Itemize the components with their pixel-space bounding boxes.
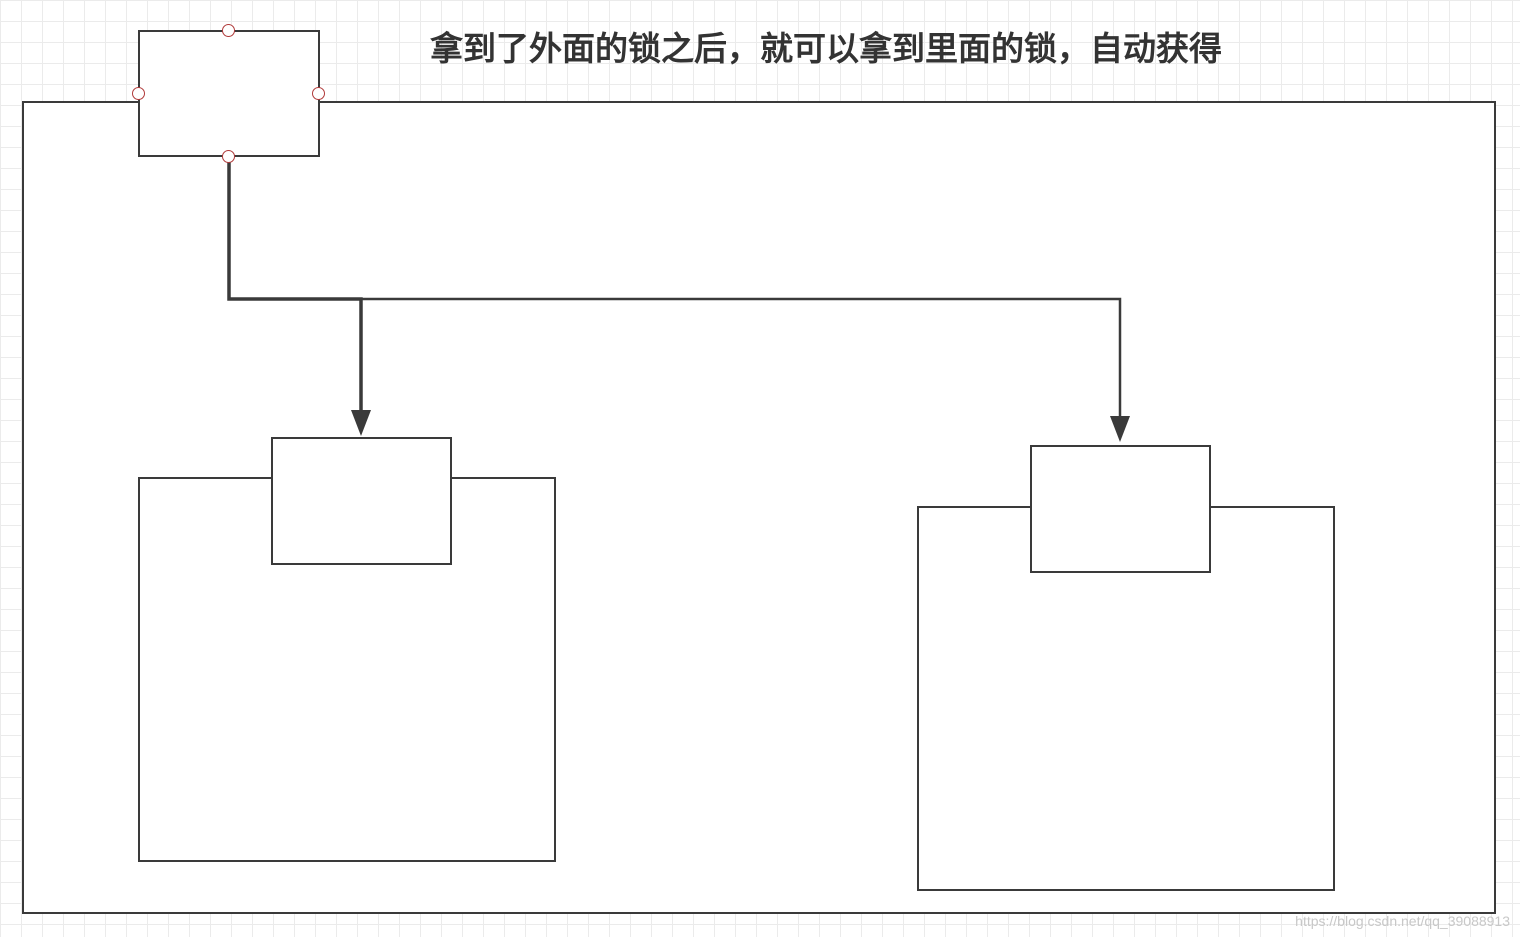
arrowhead-right: [1110, 416, 1130, 442]
connector-to-right-lock: [229, 297, 1122, 430]
selection-handle-top[interactable]: [222, 24, 235, 37]
selection-handle-right[interactable]: [312, 87, 325, 100]
diagram-caption: 拿到了外面的锁之后，就可以拿到里面的锁，自动获得: [430, 29, 1222, 68]
selection-handle-bottom[interactable]: [222, 150, 235, 163]
watermark-text: https://blog.csdn.net/qq_39088913: [1295, 913, 1510, 929]
right-inner-lock-box[interactable]: [1030, 445, 1211, 573]
left-inner-lock-box[interactable]: [271, 437, 452, 565]
outer-lock-box[interactable]: [138, 30, 320, 157]
connector-to-left-lock: [227, 157, 363, 424]
selection-handle-left[interactable]: [132, 87, 145, 100]
arrowhead-left: [351, 410, 371, 436]
